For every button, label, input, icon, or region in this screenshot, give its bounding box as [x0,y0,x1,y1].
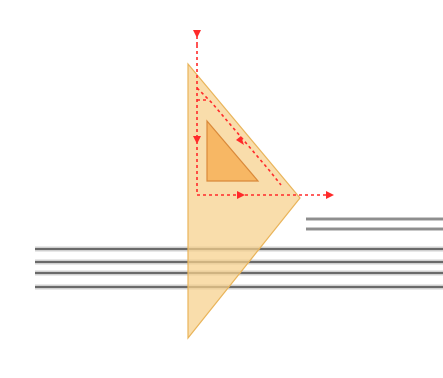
entry-arrowhead-icon [193,30,201,38]
down-arrowhead-icon [193,136,201,144]
inner-triangle-cutout [206,119,260,182]
diagonal-arrowhead-icon [236,136,244,145]
exit-arrowhead-icon [326,191,334,199]
bottom-arrowhead-icon [237,191,245,199]
set-square [187,62,301,340]
short-ruler-lines [306,217,443,231]
motion-path [193,30,334,199]
